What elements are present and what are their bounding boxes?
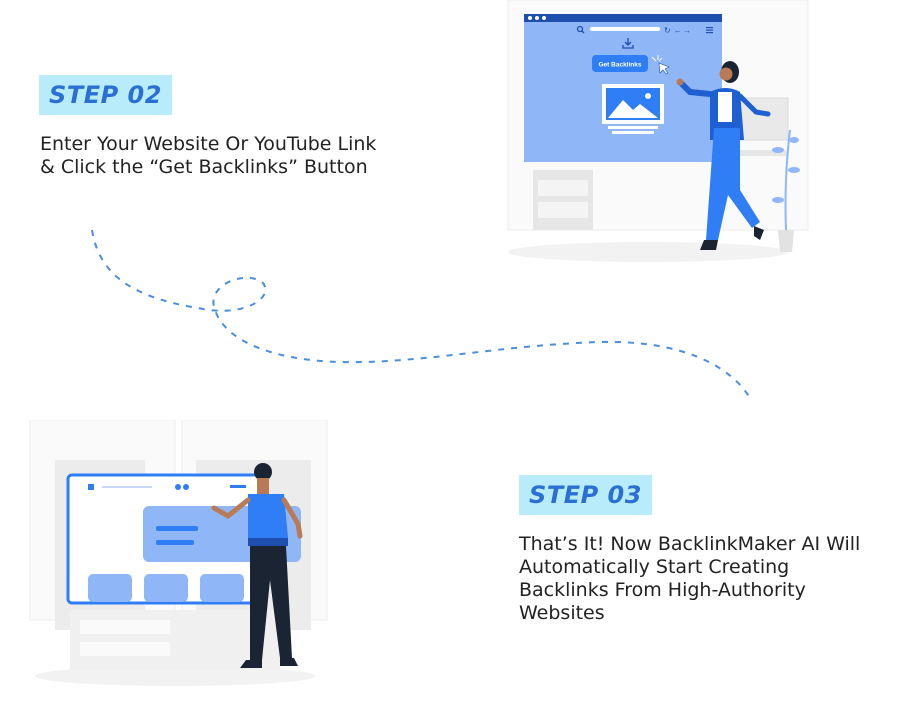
step-02-badge: STEP 02 xyxy=(39,75,172,115)
plant-decoration xyxy=(772,129,800,252)
get-backlinks-illustration: ↻ ← → Get Backlinks xyxy=(507,0,809,262)
woman-figure xyxy=(676,61,771,250)
step-03-badge: STEP 03 xyxy=(519,475,652,515)
cursor-click-icon xyxy=(651,55,670,75)
step-03-line-2: Automatically Start Creating xyxy=(519,556,790,578)
get-backlinks-button-label: Get Backlinks xyxy=(599,62,642,69)
step-02-line-2: & Click the “Get Backlinks” Button xyxy=(40,156,368,178)
dots-icon xyxy=(175,484,189,490)
step-02-line-1: Enter Your Website Or YouTube Link xyxy=(40,133,377,155)
step-03-line-4: Websites xyxy=(519,602,605,624)
search-icon xyxy=(576,25,585,34)
menu-icon xyxy=(706,27,713,34)
step-03-line-3: Backlinks From High-Authority xyxy=(519,579,806,601)
working-on-screen-illustration xyxy=(29,420,328,686)
step-03-line-1: That’s It! Now BacklinkMaker AI Will xyxy=(519,533,861,555)
get-backlinks-button-graphic xyxy=(592,55,648,72)
man-figure xyxy=(211,463,303,668)
image-icon xyxy=(602,84,664,134)
step-03-description: That’s It! Now BacklinkMaker AI Will Aut… xyxy=(519,533,889,625)
download-icon xyxy=(622,38,634,49)
arrow-forward-icon: → xyxy=(683,26,691,35)
refresh-icon: ↻ xyxy=(664,26,671,35)
arrow-back-icon: ← xyxy=(674,26,682,35)
step-02-description: Enter Your Website Or YouTube Link & Cli… xyxy=(40,133,420,179)
